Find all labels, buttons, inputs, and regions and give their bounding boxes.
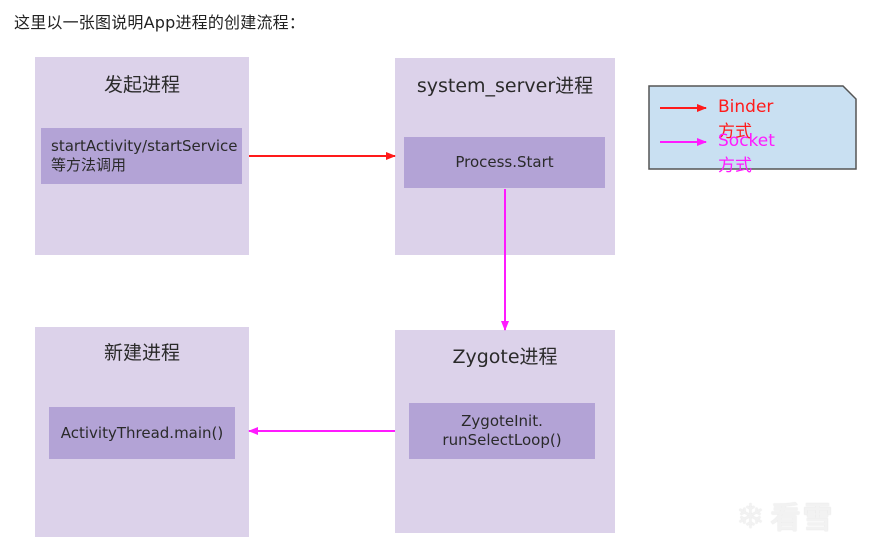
call-box-zygote-init: ZygoteInit. runSelectLoop() [409,403,595,459]
snowflake-icon: ❄ [736,497,767,537]
process-title: 发起进程 [103,74,180,96]
process-box-initiator: 发起进程 startActivity/startService 等方法调用 [35,57,249,255]
process-title: Zygote进程 [452,346,558,368]
watermark-text: 看雪 [770,501,835,536]
legend-label-binder: Binder方式 [718,97,774,142]
call-box-start-activity: startActivity/startService 等方法调用 [41,128,242,184]
watermark: ❄看雪 [736,493,835,537]
call-text-line1: ZygoteInit. [461,412,543,430]
process-title: 新建进程 [103,342,180,364]
call-box-process-start: Process.Start [404,137,605,188]
process-box-new-process: 新建进程 ActivityThread.main() [35,327,249,537]
call-text-line2: runSelectLoop() [442,431,562,449]
call-text-line2: 等方法调用 [51,156,127,174]
process-box-zygote: Zygote进程 ZygoteInit. runSelectLoop() [395,330,615,533]
process-title: system_server进程 [416,75,594,97]
process-box-system-server: system_server进程 Process.Start [395,58,615,255]
legend-label-socket: Socket方式 [718,131,775,176]
call-text: Process.Start [455,153,554,171]
call-text-line1: startActivity/startService [51,137,238,155]
intro-text: 这里以一张图说明App进程的创建流程： [14,13,306,32]
call-text: ActivityThread.main() [60,423,224,442]
call-box-activity-thread-main: ActivityThread.main() [49,407,235,459]
legend-frame [648,85,857,170]
